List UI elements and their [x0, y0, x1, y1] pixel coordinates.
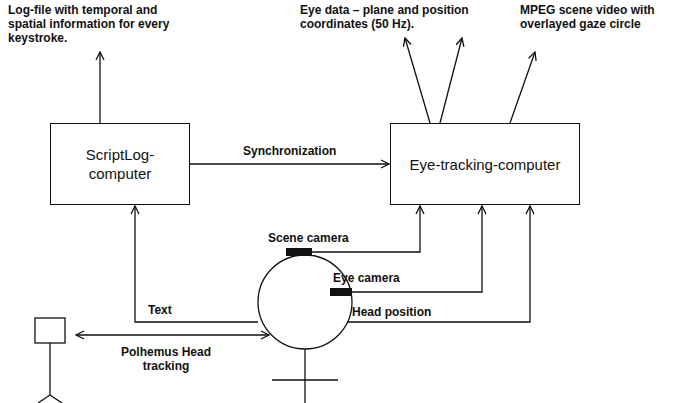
- annotation-label: Eye data – plane and position coordinate…: [300, 3, 510, 31]
- output-arrow: [99, 52, 100, 123]
- head-circle: [258, 255, 352, 349]
- tracking-arrow: [76, 334, 269, 335]
- output-arrow: [510, 52, 535, 123]
- arms-line: [272, 379, 338, 380]
- box-title: Eye-tracking-computer: [410, 155, 561, 174]
- output-arrow: [440, 38, 462, 123]
- scene-camera-wire: [312, 206, 420, 252]
- annotation-label: Head position: [352, 305, 462, 319]
- annotation-label: Scene camera: [268, 231, 378, 245]
- annotation-label: MPEG scene video with overlayed gaze cir…: [520, 3, 675, 31]
- polhemus-device: [35, 318, 65, 343]
- device-leg: [38, 395, 50, 403]
- annotation-label: Text: [148, 303, 193, 317]
- text-wire: [135, 206, 258, 322]
- sync-arrow: [190, 163, 389, 164]
- edge-label: Synchronization: [241, 144, 338, 158]
- box-title: ScriptLog-computer: [59, 145, 181, 183]
- computer-box: Eye-tracking-computer: [390, 123, 580, 205]
- output-arrow: [405, 38, 430, 123]
- eye-camera: [330, 288, 352, 296]
- annotation-label: Polhemus Head tracking: [120, 345, 212, 373]
- body-line: [304, 349, 305, 403]
- device-stand: [49, 343, 50, 395]
- head-position-wire: [348, 206, 530, 322]
- computer-box: ScriptLog-computer: [50, 123, 190, 205]
- scene-camera: [286, 248, 312, 256]
- annotation-label: Eye camera: [333, 271, 428, 285]
- device-leg: [50, 395, 62, 403]
- annotation-label: Log-file with temporal and spatial infor…: [8, 3, 186, 45]
